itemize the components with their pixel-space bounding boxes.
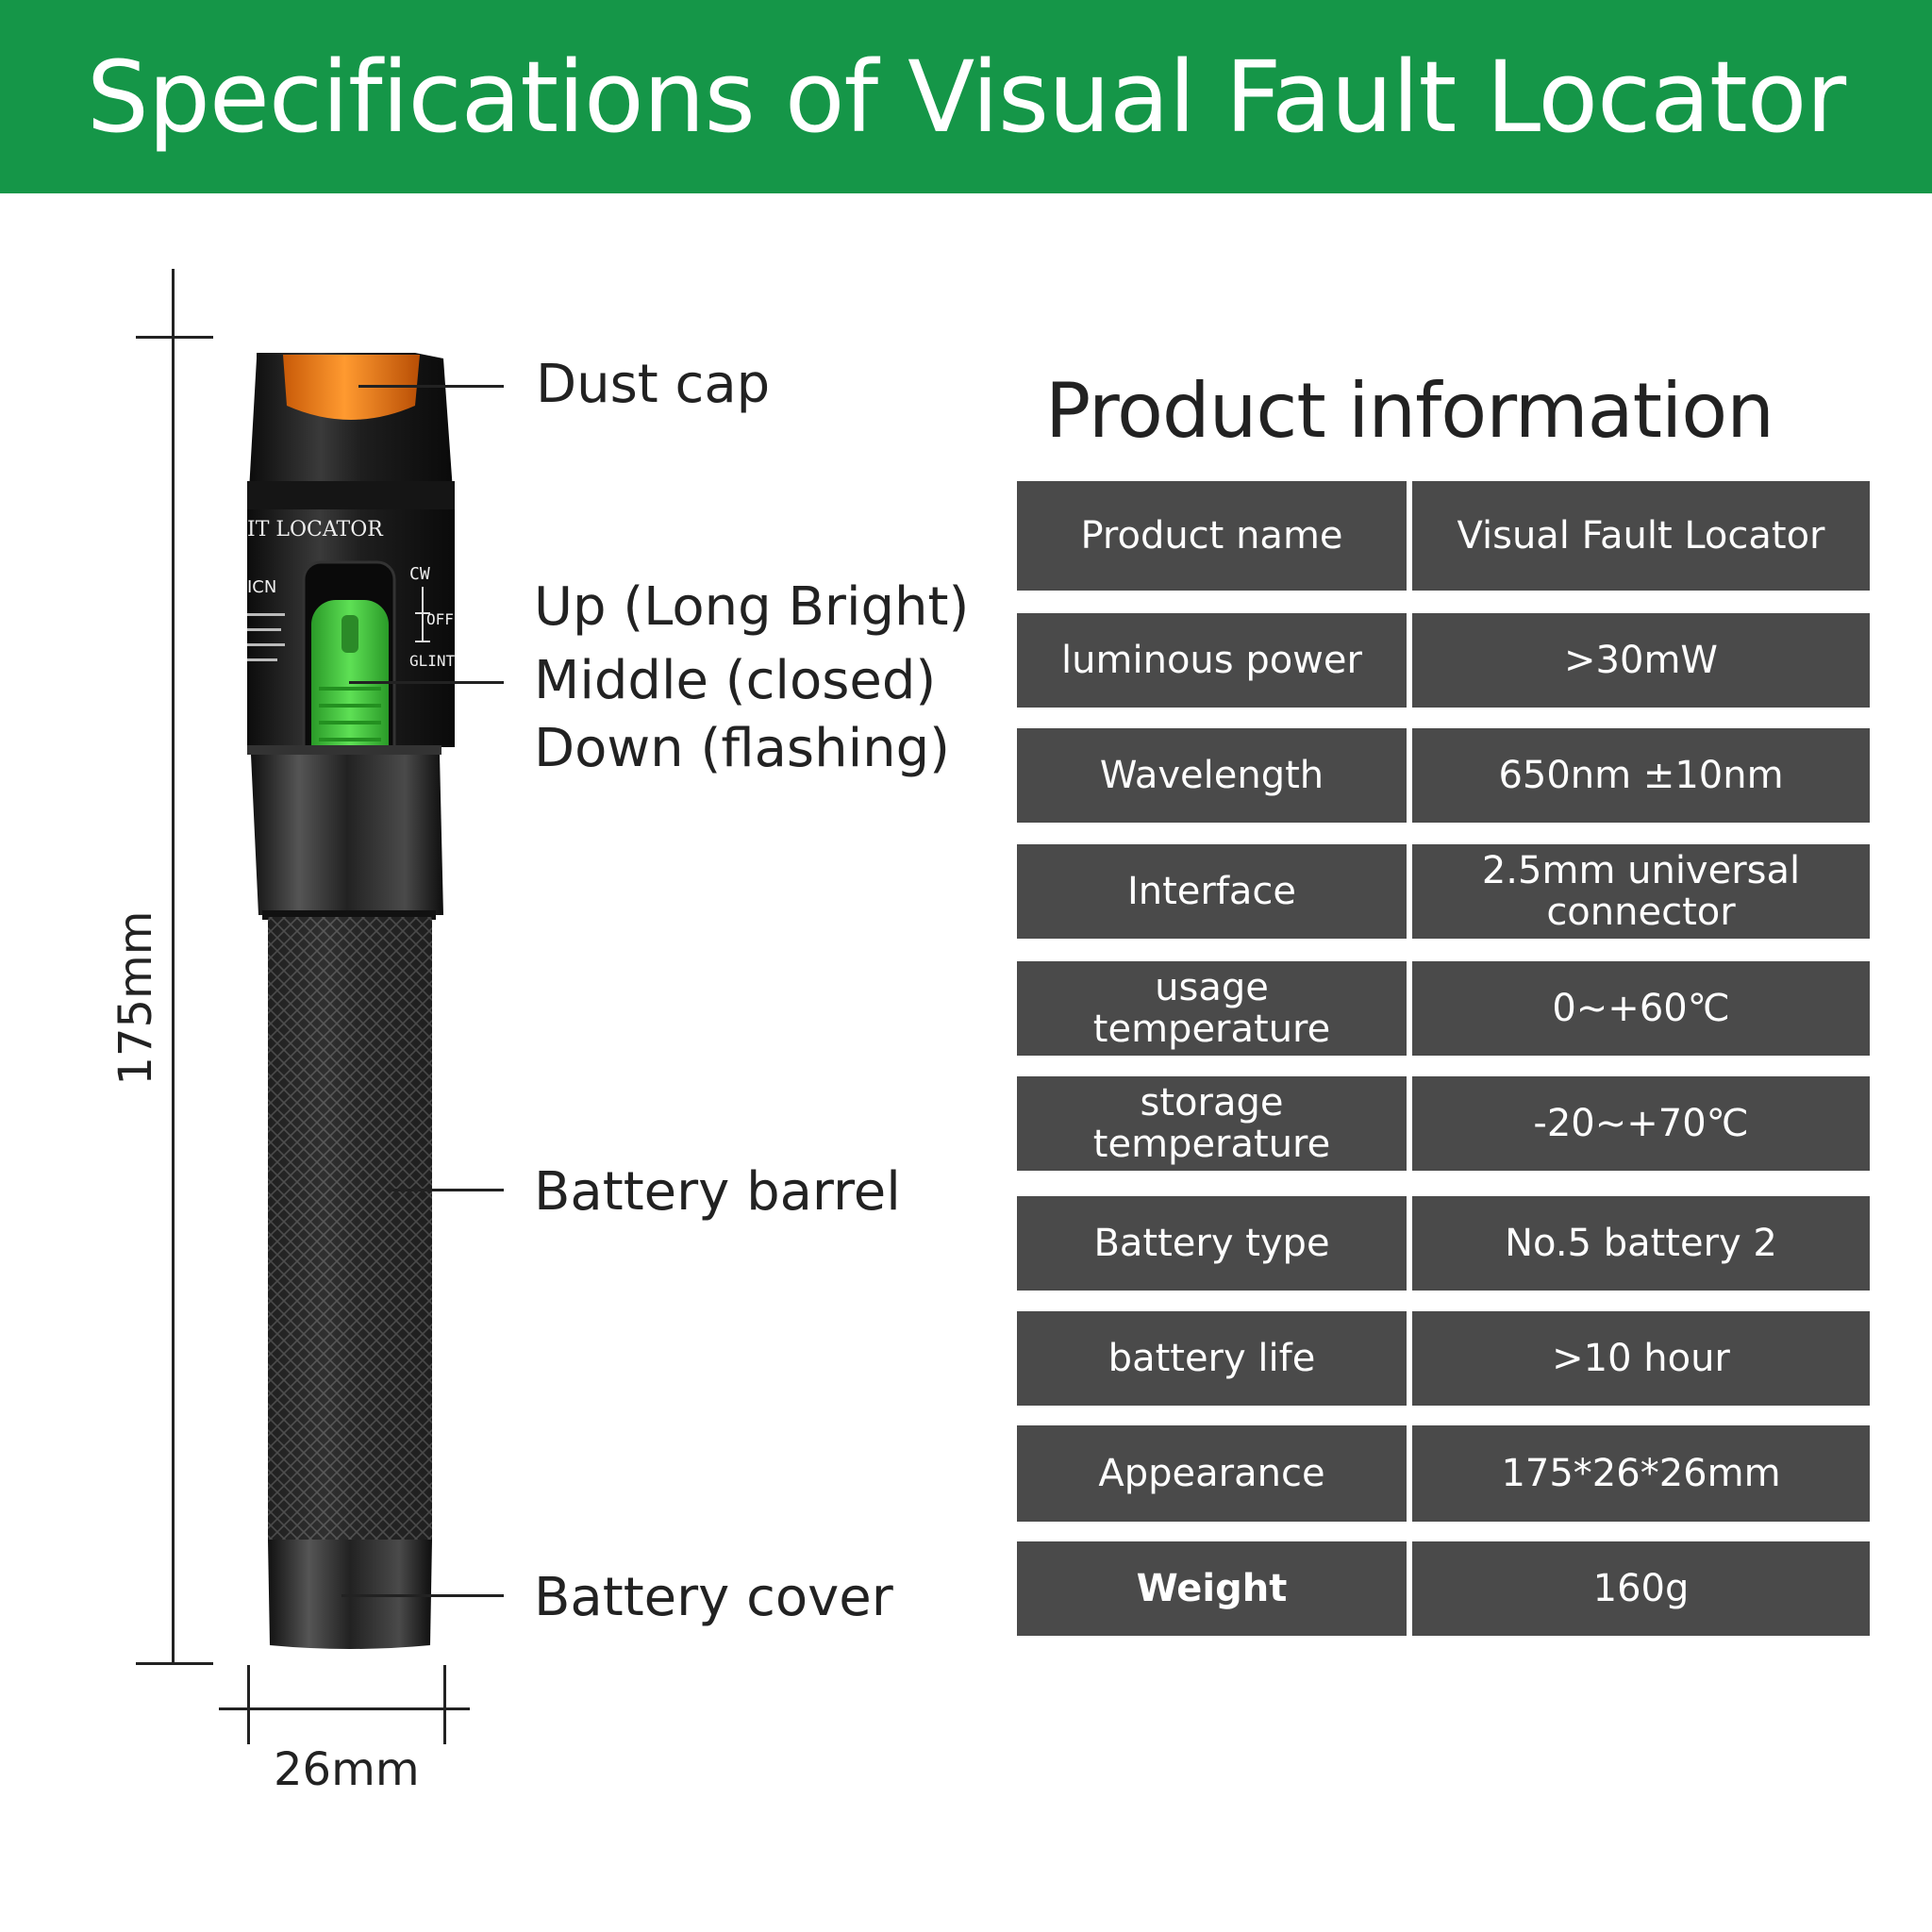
switch-off-label: OFF: [426, 610, 454, 628]
switch-down-label: Down (flashing): [534, 718, 951, 779]
battery-cover-leader: [341, 1594, 504, 1597]
spec-label: Appearance: [1017, 1425, 1407, 1522]
spec-label: Weight: [1017, 1541, 1407, 1636]
dust-cap-leader: [358, 385, 504, 388]
spec-label: Battery type: [1017, 1196, 1407, 1291]
collar: [251, 755, 443, 915]
width-dimension-label: 26mm: [274, 1743, 420, 1796]
spec-label: luminous power: [1017, 613, 1407, 708]
spec-value: 160g: [1412, 1541, 1870, 1636]
width-dimension-left-tick: [247, 1665, 250, 1744]
width-dimension-line: [219, 1707, 470, 1710]
switch-cw-label: CW: [409, 564, 430, 584]
spec-row-battery-life: battery life >10 hour: [1017, 1311, 1870, 1406]
spec-label: usage temperature: [1017, 961, 1407, 1056]
spec-row-weight: Weight 160g: [1017, 1541, 1870, 1636]
spec-row-storage-temperature: storage temperature -20~+70℃: [1017, 1076, 1870, 1171]
mode-switch: [311, 600, 389, 770]
spec-row-wavelength: Wavelength 650nm ±10nm: [1017, 728, 1870, 823]
dust-cap-label: Dust cap: [536, 354, 771, 415]
spec-value: >30mW: [1412, 613, 1870, 708]
visual-fault-locator-illustration: IT LOCATOR ICN CW OFF GLINT: [247, 353, 456, 1649]
spec-label: Interface: [1017, 844, 1407, 939]
spec-value: 0~+60℃: [1412, 961, 1870, 1056]
spec-row-luminous-power: luminous power >30mW: [1017, 613, 1870, 708]
page-title: Specifications of Visual Fault Locator: [86, 40, 1846, 155]
height-dimension-bottom-tick: [136, 1662, 213, 1665]
product-information-title: Product information: [1045, 367, 1774, 455]
spec-value: -20~+70℃: [1412, 1076, 1870, 1171]
battery-barrel-label: Battery barrel: [534, 1161, 901, 1223]
spec-value: 2.5mm universal connector: [1412, 844, 1870, 939]
width-dimension-right-tick: [443, 1665, 446, 1744]
spec-row-usage-temperature: usage temperature 0~+60℃: [1017, 961, 1870, 1056]
switch-glint-label: GLINT: [409, 652, 456, 670]
side-mark-text: ICN: [247, 577, 276, 597]
spec-row-battery-type: Battery type No.5 battery 2: [1017, 1196, 1870, 1291]
dust-cap: [249, 353, 453, 491]
switch-middle-label: Middle (closed): [534, 650, 937, 711]
spec-row-appearance: Appearance 175*26*26mm: [1017, 1425, 1870, 1522]
spec-label: Wavelength: [1017, 728, 1407, 823]
spec-row-interface: Interface 2.5mm universal connector: [1017, 844, 1870, 939]
switch-leader: [349, 681, 504, 684]
spec-row-product-name: Product name Visual Fault Locator: [1017, 481, 1870, 591]
battery-barrel-leader: [387, 1189, 504, 1191]
switch-up-label: Up (Long Bright): [534, 576, 970, 638]
spec-label: Product name: [1017, 481, 1407, 591]
spec-label: storage temperature: [1017, 1076, 1407, 1171]
spec-value: >10 hour: [1412, 1311, 1870, 1406]
battery-cover-label: Battery cover: [534, 1567, 893, 1628]
spec-value: Visual Fault Locator: [1412, 481, 1870, 591]
title-banner: Specifications of Visual Fault Locator: [0, 0, 1932, 193]
height-dimension-top-tick: [136, 336, 213, 339]
spec-value: 650nm ±10nm: [1412, 728, 1870, 823]
height-dimension-line: [172, 269, 175, 1663]
spec-value: No.5 battery 2: [1412, 1196, 1870, 1291]
spec-value: 175*26*26mm: [1412, 1425, 1870, 1522]
brand-text: IT LOCATOR: [247, 518, 384, 541]
spec-label: battery life: [1017, 1311, 1407, 1406]
